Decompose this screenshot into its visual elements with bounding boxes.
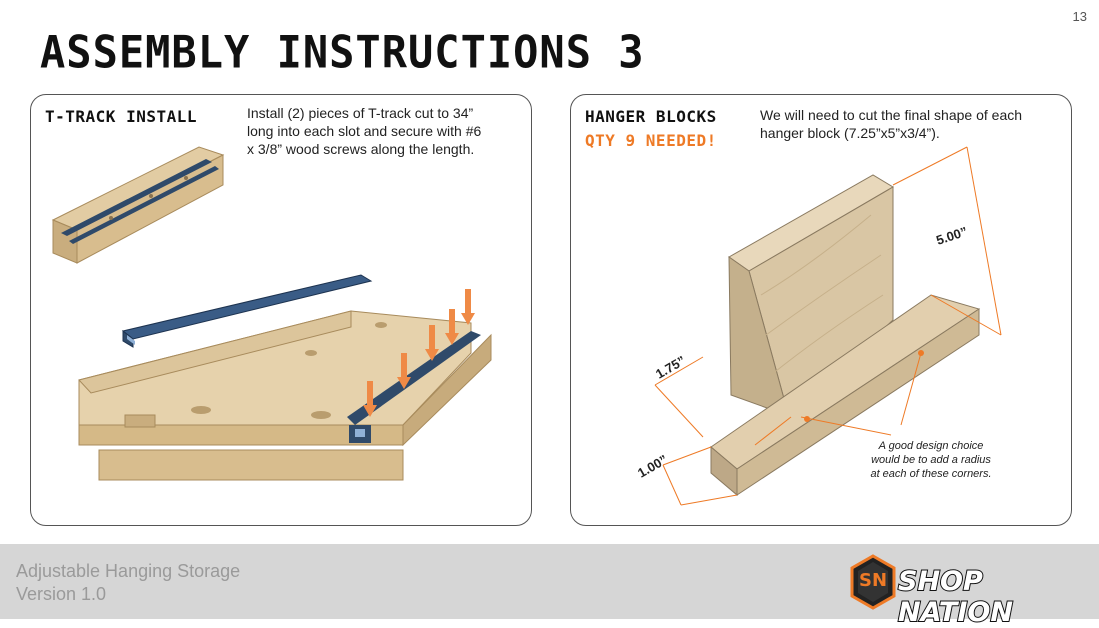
t-track-instruction-line: x 3/8” wood screws along the length. bbox=[247, 141, 475, 157]
t-track-instruction-line: Install (2) pieces of T-track cut to 34” bbox=[247, 105, 474, 121]
quantity-needed: QTY 9 NEEDED! bbox=[585, 131, 717, 150]
page-number: 13 bbox=[1072, 9, 1087, 24]
hanger-instruction-line: We will need to cut the final shape of e… bbox=[760, 107, 1023, 123]
document-version: Version 1.0 bbox=[16, 584, 107, 604]
hanger-blocks-panel: HANGER BLOCKS QTY 9 NEEDED! We will need… bbox=[570, 94, 1072, 526]
t-track-install-panel: T-TRACK INSTALL Install (2) pieces of T-… bbox=[30, 94, 532, 526]
hanger-block-illustration: 5.00” 1.75” 1.00” A good design choice w… bbox=[635, 146, 1002, 506]
design-note-line: A good design choice bbox=[878, 440, 984, 452]
shop-nation-logo: SN SHOP NATION SHOP NATION bbox=[848, 552, 1083, 628]
height-dimension-label: 5.00” bbox=[934, 224, 969, 248]
hanger-block-instructions: We will need to cut the final shape of e… bbox=[760, 106, 1022, 142]
t-track-illustration bbox=[51, 146, 492, 481]
footer: Adjustable Hanging Storage Version 1.0 S… bbox=[0, 544, 1099, 628]
depth-dimension-label: 1.75” bbox=[653, 353, 688, 382]
t-track-instructions: Install (2) pieces of T-track cut to 34”… bbox=[247, 104, 481, 158]
hanger-blocks-heading: HANGER BLOCKS bbox=[585, 107, 717, 126]
design-note-line: at each of these corners. bbox=[870, 468, 991, 480]
hanger-block-image bbox=[710, 174, 981, 497]
hanger-instruction-line: hanger block (7.25”x5”x3/4”). bbox=[760, 125, 940, 141]
document-title: Adjustable Hanging Storage bbox=[16, 561, 241, 581]
dimension-lines bbox=[654, 146, 1002, 506]
t-track-instruction-line: long into each slot and secure with #6 bbox=[247, 123, 482, 139]
design-note-line: would be to add a radius bbox=[871, 454, 991, 466]
screw-arrows bbox=[363, 289, 475, 417]
shop-nation-emblem-icon bbox=[850, 554, 896, 610]
finished-board-image bbox=[51, 146, 225, 264]
page-title: ASSEMBLY INSTRUCTIONS 3 bbox=[40, 26, 645, 79]
base-dimension-label: 1.00” bbox=[635, 452, 670, 481]
emblem-letters: SN bbox=[858, 570, 888, 591]
t-track-heading: T-TRACK INSTALL bbox=[45, 107, 197, 126]
t-track-strip-image bbox=[121, 274, 373, 348]
